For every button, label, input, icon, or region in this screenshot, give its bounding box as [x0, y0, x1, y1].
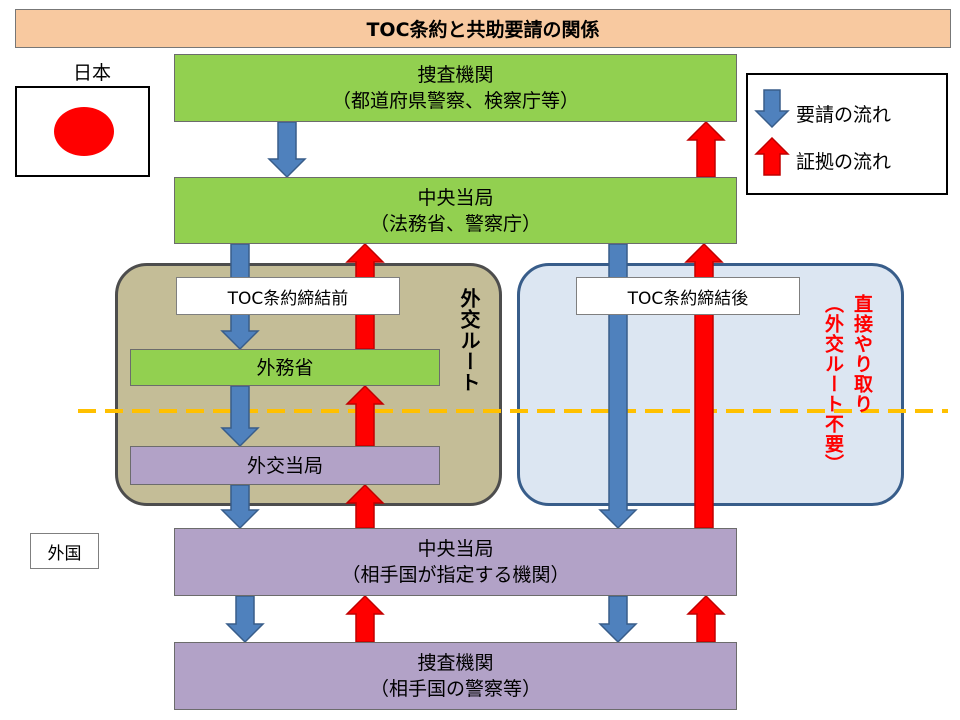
after-treaty-label: TOC条約締結後 — [576, 277, 800, 315]
evidence-arrow-icon — [345, 594, 385, 643]
page-title: TOC条約と共助要請の関係 — [15, 9, 951, 48]
request-arrow-icon — [220, 484, 260, 530]
jp-central-authority-box: 中央当局 （法務省、警察庁） — [174, 177, 737, 244]
foreign-label: 外国 — [30, 533, 99, 569]
direct-exchange-main: 直接やり取り — [851, 294, 873, 414]
legend-evidence-arrow-icon — [754, 137, 790, 176]
request-arrow-icon — [225, 595, 265, 644]
flag-circle — [54, 107, 114, 156]
foreign-investigation-title: 捜査機関 — [417, 652, 494, 674]
foreign-investigation-detail: （相手国の警察等） — [369, 678, 541, 700]
evidence-arrow-icon — [686, 120, 726, 178]
direct-exchange-label: 直接やり取り （外交ルート不要） — [812, 294, 876, 494]
foreign-investigation-box: 捜査機関 （相手国の警察等） — [174, 642, 737, 710]
japan-label: 日本 — [72, 62, 111, 84]
legend-request-arrow-icon — [754, 89, 790, 129]
jp-central-detail: （法務省、警察庁） — [369, 212, 541, 235]
legend-evidence-label: 証拠の流れ — [796, 151, 892, 173]
foreign-central-authority-box: 中央当局 （相手国が指定する機関） — [174, 528, 737, 596]
diplomatic-authority-box: 外交当局 — [130, 446, 440, 485]
request-arrow-icon — [267, 121, 307, 179]
legend-request-label: 要請の流れ — [796, 104, 892, 126]
diplomatic-authority-label: 外交当局 — [246, 454, 323, 477]
before-treaty-label: TOC条約締結前 — [176, 277, 400, 315]
mofa-label: 外務省 — [256, 356, 314, 379]
flow-arrow-group — [220, 120, 726, 644]
japan-flag — [15, 86, 150, 177]
direct-exchange-note: （外交ルート不要） — [822, 294, 844, 474]
mofa-box: 外務省 — [130, 349, 440, 386]
diplomatic-route-label: 外交ルート — [457, 288, 481, 393]
request-arrow-icon — [220, 385, 260, 448]
evidence-arrow-icon — [686, 594, 726, 643]
legend: 要請の流れ 証拠の流れ — [746, 73, 948, 195]
request-arrow-icon — [598, 595, 638, 644]
jp-investigation-detail: （都道府県警察、検察庁等） — [331, 90, 579, 112]
jp-investigation-box: 捜査機関 （都道府県警察、検察庁等） — [174, 54, 737, 122]
foreign-central-detail: （相手国が指定する機関） — [341, 564, 570, 586]
foreign-central-title: 中央当局 — [417, 538, 494, 560]
evidence-arrow-icon — [345, 483, 385, 529]
jp-investigation-title: 捜査機関 — [417, 64, 494, 86]
jp-central-title: 中央当局 — [417, 186, 494, 209]
evidence-arrow-icon — [345, 384, 385, 447]
